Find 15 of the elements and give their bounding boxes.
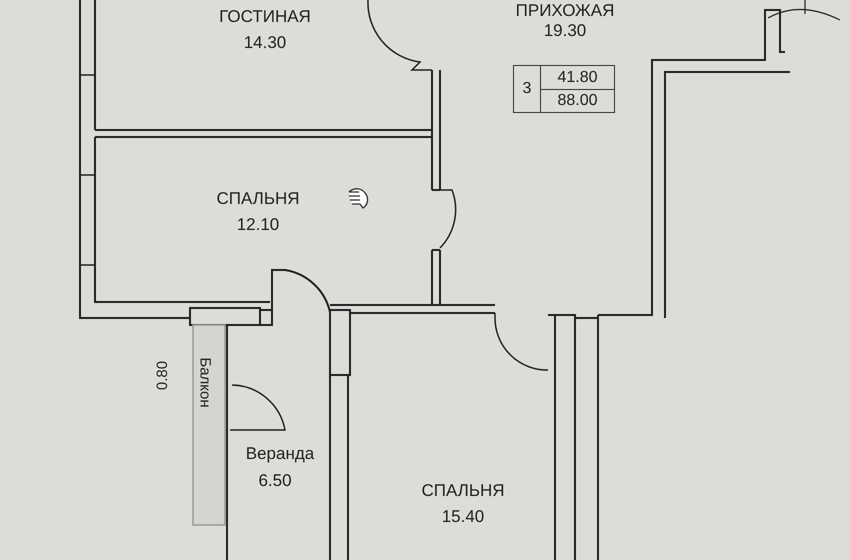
- total-area: 88.00: [540, 89, 615, 113]
- room-area: 0.80: [155, 360, 170, 390]
- room-name: СПАЛЬНЯ: [215, 190, 301, 207]
- room-area: 14.30: [205, 34, 325, 51]
- room-area: 6.50: [215, 472, 335, 489]
- room-name: ПРИХОЖАЯ: [514, 2, 616, 19]
- living-area: 41.80: [540, 65, 615, 90]
- room-name: СПАЛЬНЯ: [420, 482, 506, 499]
- room-area: 19.30: [505, 22, 625, 39]
- room-area: 15.40: [403, 508, 523, 525]
- room-name: Балкон: [198, 357, 213, 408]
- room-area: 12.10: [198, 216, 318, 233]
- room-name: ГОСТИНАЯ: [218, 8, 312, 25]
- apartment-number: 3: [513, 65, 541, 113]
- room-name: Веранда: [244, 445, 316, 462]
